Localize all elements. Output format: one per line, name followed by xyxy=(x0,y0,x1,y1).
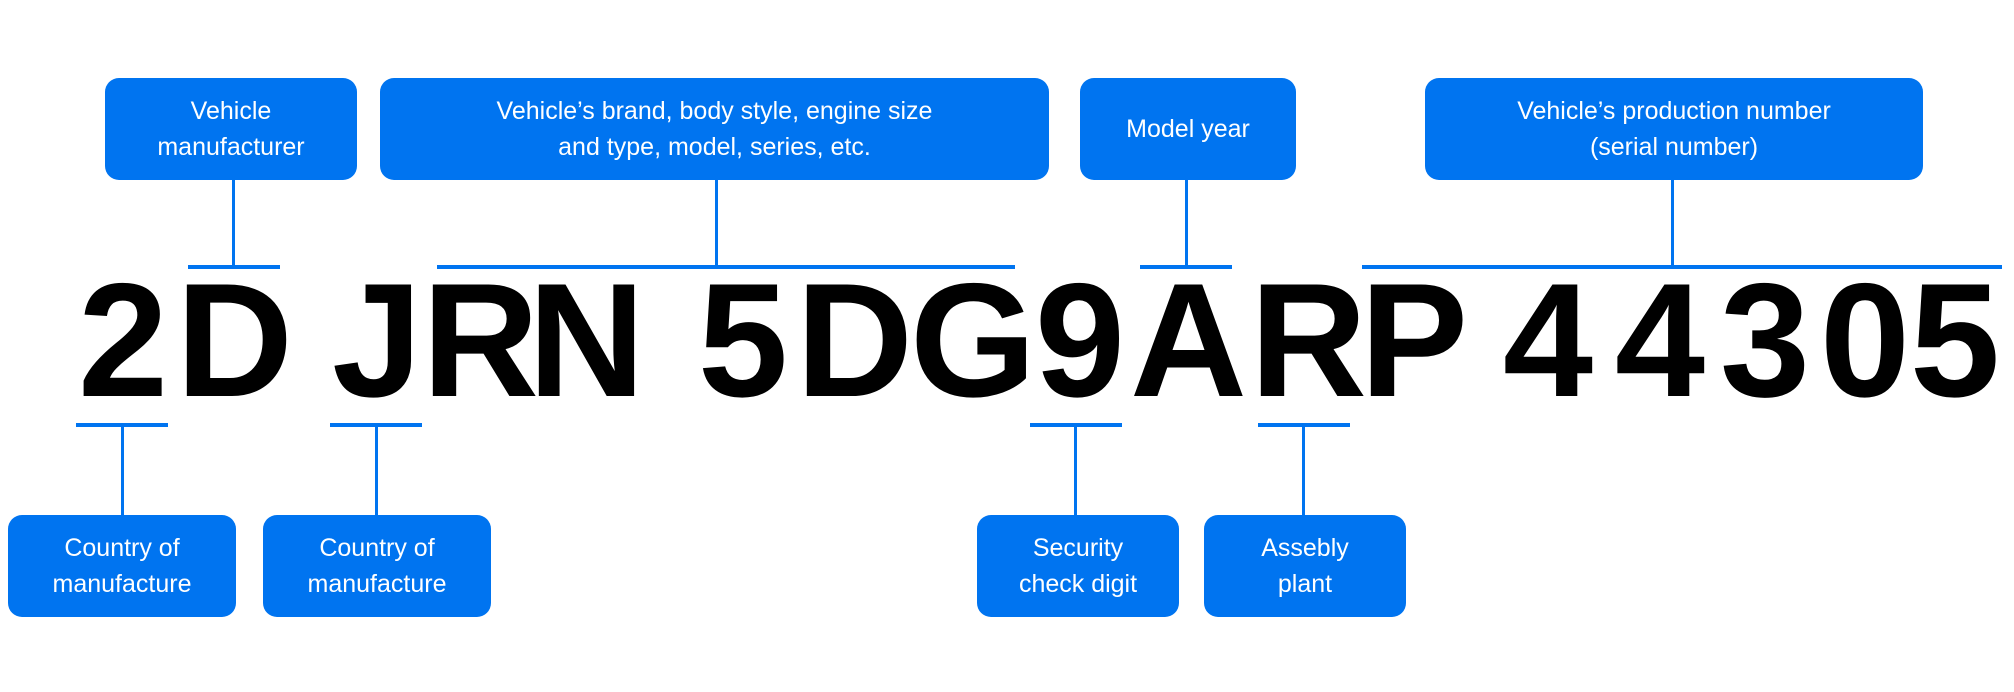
bracket-manufacturer xyxy=(188,265,280,269)
callout-security-check-digit: Security check digit xyxy=(977,515,1179,617)
vin-char-13: 4 xyxy=(1502,250,1594,431)
connector-country-2 xyxy=(375,423,378,515)
callout-assembly-plant: Assebly plant xyxy=(1204,515,1406,617)
vin-char-6: 5 xyxy=(697,250,789,431)
vin-char-7: D xyxy=(796,250,913,431)
connector-serial xyxy=(1671,180,1674,268)
vin-char-15: 3 xyxy=(1719,250,1811,431)
callout-serial-number-label: Vehicle’s production number (serial numb… xyxy=(1517,97,1831,161)
connector-descriptor xyxy=(715,180,718,268)
vin-char-16: 0 xyxy=(1819,250,1911,431)
callout-vehicle-manufacturer: Vehicle manufacturer xyxy=(105,78,357,180)
vin-char-8: G xyxy=(910,250,1037,431)
vin-char-9: 9 xyxy=(1034,250,1126,431)
callout-vehicle-descriptor: Vehicle’s brand, body style, engine size… xyxy=(380,78,1049,180)
callout-vehicle-manufacturer-label: Vehicle manufacturer xyxy=(157,97,305,161)
vin-char-4: R xyxy=(422,250,539,431)
vin-char-12: P xyxy=(1360,250,1469,431)
connector-model-year xyxy=(1185,180,1188,268)
connector-check-digit xyxy=(1074,423,1077,515)
connector-assembly-plant xyxy=(1302,423,1305,515)
callout-model-year-label: Model year xyxy=(1126,115,1250,143)
bracket-descriptor xyxy=(437,265,1015,269)
callout-country-of-manufacture-1: Country of manufacture xyxy=(8,515,236,617)
callout-assembly-plant-label: Assebly plant xyxy=(1261,534,1349,598)
vin-char-1: 2 xyxy=(78,250,169,431)
vin-char-14: 4 xyxy=(1614,250,1706,431)
vin-char-3: J xyxy=(332,250,423,431)
vin-char-5: N xyxy=(528,250,645,431)
callout-country-of-manufacture-2: Country of manufacture xyxy=(263,515,491,617)
vin-char-2: D xyxy=(176,250,293,431)
callout-country-2-label: Country of manufacture xyxy=(307,534,447,598)
bracket-model-year xyxy=(1140,265,1232,269)
connector-manufacturer xyxy=(232,180,235,268)
callout-check-digit-label: Security check digit xyxy=(1018,534,1138,598)
vin-char-10: A xyxy=(1130,250,1247,431)
connector-country-1 xyxy=(121,423,124,515)
callout-country-1-label: Country of manufacture xyxy=(52,534,192,598)
vin-char-17: 5 xyxy=(1909,250,2001,431)
callout-vehicle-descriptor-label: Vehicle’s brand, body style, engine size… xyxy=(496,97,933,161)
callout-model-year: Model year xyxy=(1080,78,1296,180)
bracket-serial xyxy=(1362,265,2002,269)
vin-char-11: R xyxy=(1250,250,1367,431)
callout-serial-number: Vehicle’s production number (serial numb… xyxy=(1425,78,1923,180)
